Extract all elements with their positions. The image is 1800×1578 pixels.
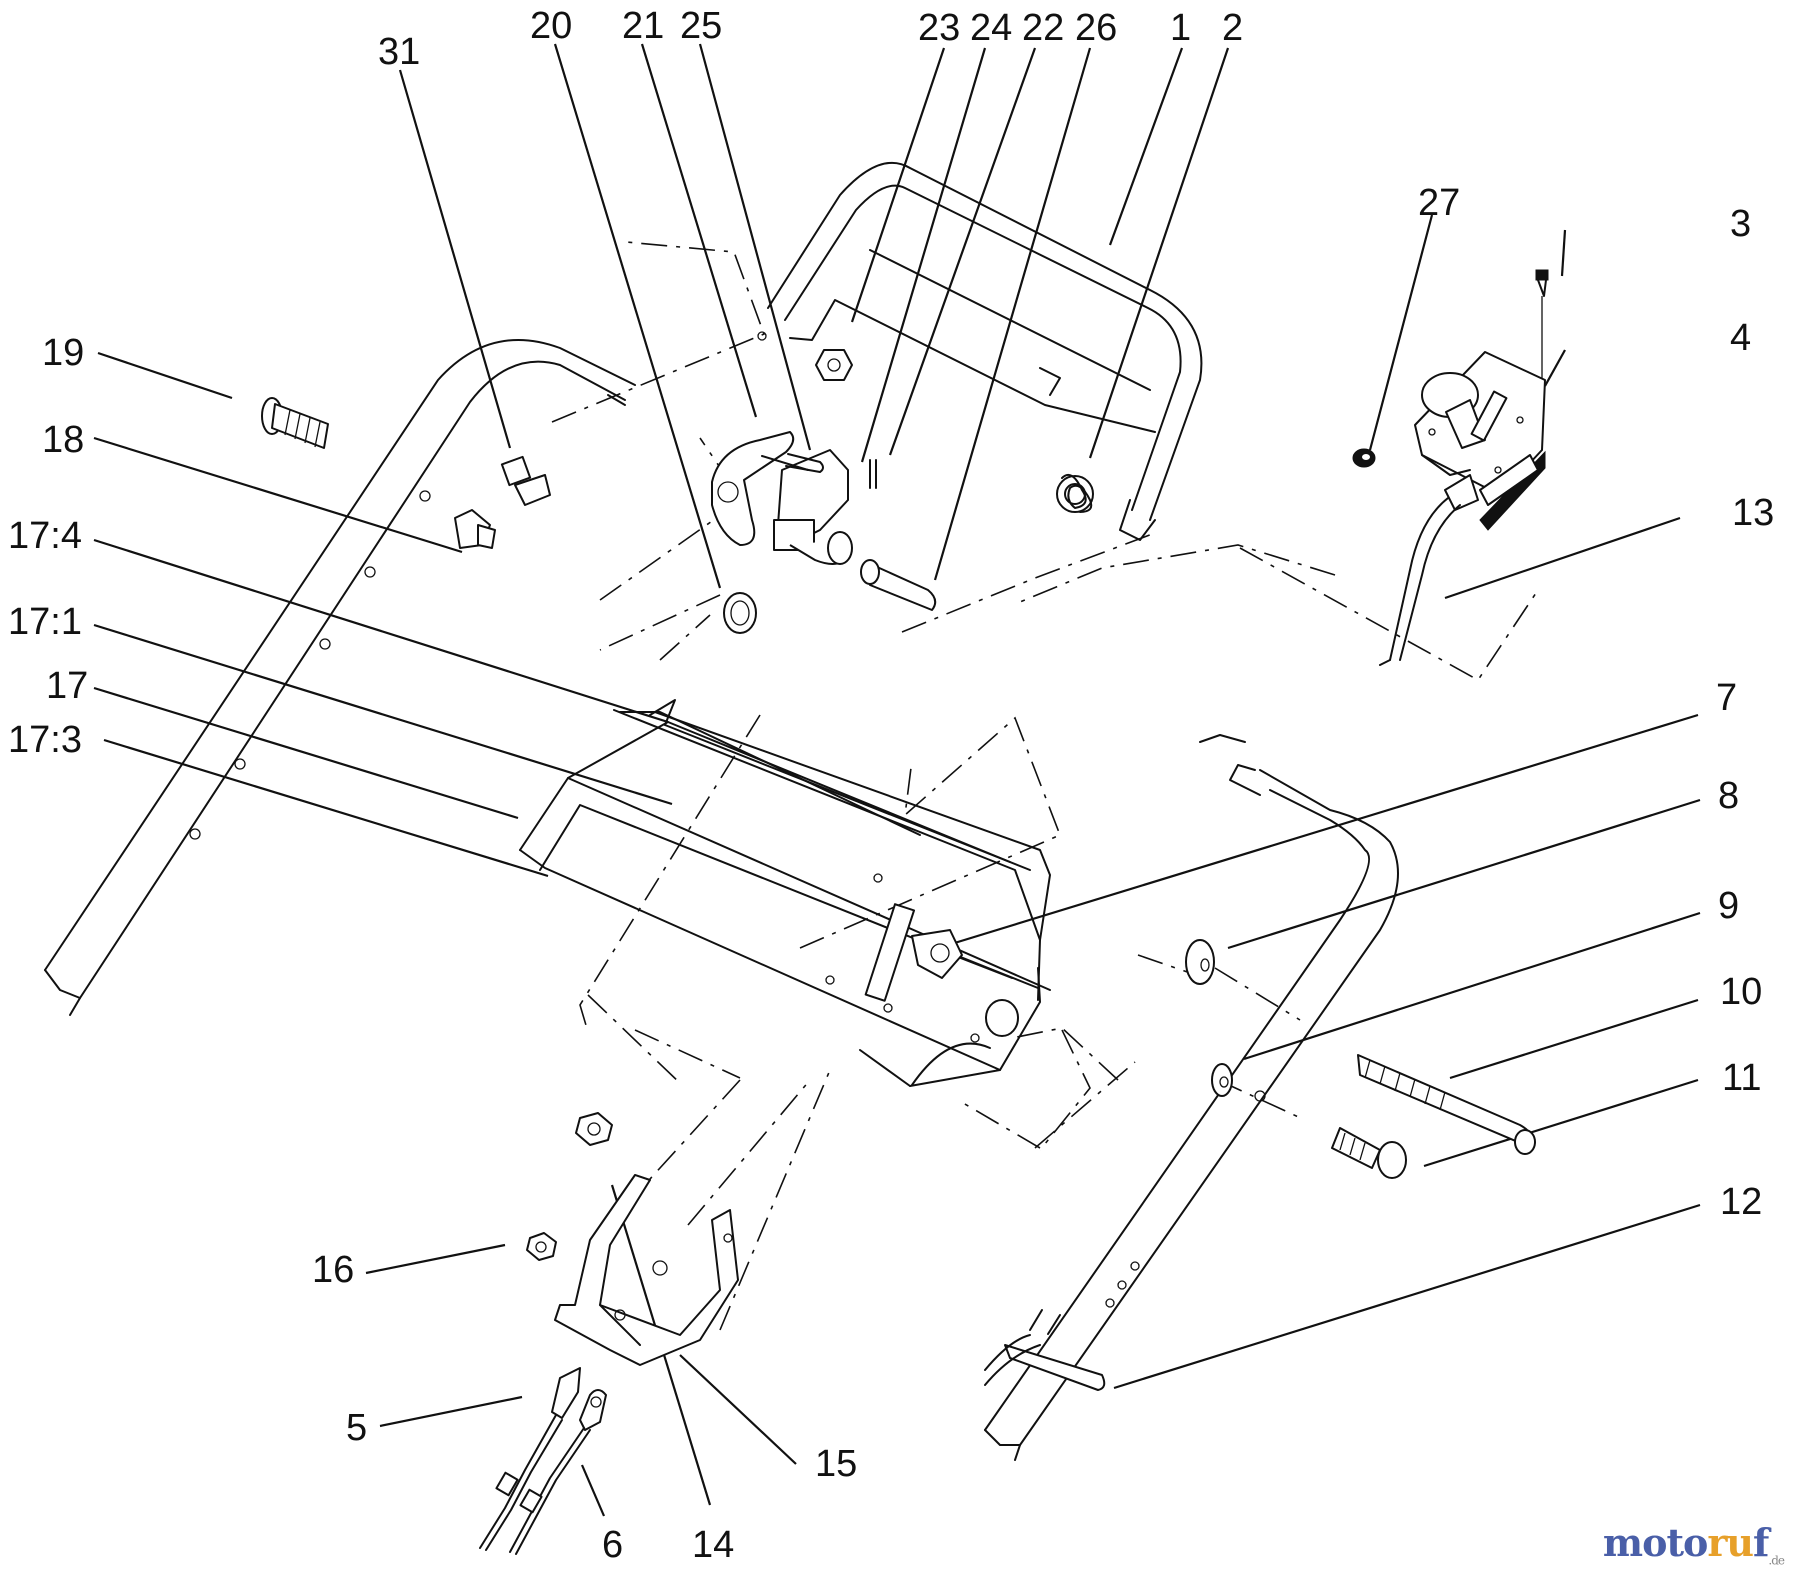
cable-end-6	[509, 1389, 607, 1555]
lever-assembly-21	[711, 431, 853, 565]
watermark-part-b: ru	[1707, 1520, 1754, 1566]
bolt-31	[500, 455, 551, 506]
washer-8	[1185, 939, 1215, 985]
callout-8: 8	[1718, 775, 1739, 817]
bracket-15	[554, 1174, 739, 1366]
nut-16	[526, 1232, 557, 1261]
nut-14	[575, 1112, 613, 1146]
callout-27: 27	[1418, 182, 1460, 224]
bushing-20	[723, 592, 757, 634]
callout-7: 7	[1716, 677, 1737, 719]
spring-26	[1056, 474, 1094, 513]
callout-23: 23	[918, 7, 960, 49]
callout-3: 3	[1730, 203, 1751, 245]
callout-15: 15	[815, 1443, 857, 1485]
watermark-suffix: .de	[1768, 1554, 1785, 1568]
callout-17: 17	[46, 665, 88, 707]
callout-19: 19	[42, 332, 84, 374]
leader-lines	[93, 43, 1701, 1517]
callout-6: 6	[602, 1524, 623, 1566]
callout-26: 26	[1075, 7, 1117, 49]
callout-14: 14	[692, 1524, 734, 1566]
washer-9	[1211, 1063, 1233, 1097]
retainer-24	[869, 459, 877, 489]
handle-bail	[757, 161, 1203, 541]
screw-3	[1535, 269, 1549, 380]
callout-17-4: 17:4	[8, 515, 82, 557]
washer-27	[1352, 448, 1376, 468]
callout-11: 11	[1722, 1057, 1761, 1099]
callout-13: 13	[1732, 492, 1774, 534]
watermark-part-a: moto	[1602, 1520, 1708, 1566]
callout-22: 22	[1022, 7, 1064, 49]
cable-tie-12	[984, 1309, 1106, 1391]
bolt-19	[261, 397, 329, 449]
right-handle-tube	[984, 734, 1399, 1461]
cable-13	[1379, 659, 1391, 666]
bolt-18	[454, 509, 496, 549]
callout-31: 31	[378, 31, 420, 73]
cable-end-5	[479, 1367, 581, 1551]
callout-21: 21	[622, 5, 664, 47]
bolt-11	[1331, 1127, 1407, 1179]
callout-17-3: 17:3	[8, 719, 82, 761]
callout-16: 16	[312, 1249, 354, 1291]
callout-labels: 31 20 21 25 23 24 22 26 1 2 27 3 4 13 19…	[8, 5, 1774, 1566]
callout-17-1: 17:1	[8, 601, 82, 643]
callout-24: 24	[970, 7, 1012, 49]
watermark-part-c: f	[1753, 1520, 1769, 1566]
control-panel-17	[519, 699, 1051, 1087]
pin-22	[860, 559, 937, 611]
callout-25: 25	[680, 5, 722, 47]
callout-2: 2	[1222, 7, 1243, 49]
rod-10	[1357, 1054, 1536, 1155]
motoruf-watermark-logo: motoruf.de	[1602, 1520, 1785, 1568]
callout-9: 9	[1718, 885, 1739, 927]
callout-12: 12	[1720, 1181, 1762, 1223]
callout-5: 5	[346, 1407, 367, 1449]
callout-10: 10	[1720, 971, 1762, 1013]
nut-23	[815, 349, 853, 381]
left-handle-tube	[44, 339, 636, 1016]
callout-4: 4	[1730, 317, 1751, 359]
throttle-control-4	[1389, 351, 1546, 661]
phantom-outlines	[551, 241, 1539, 1331]
callout-18: 18	[42, 419, 84, 461]
callout-1: 1	[1170, 7, 1191, 49]
callout-20: 20	[530, 5, 572, 47]
